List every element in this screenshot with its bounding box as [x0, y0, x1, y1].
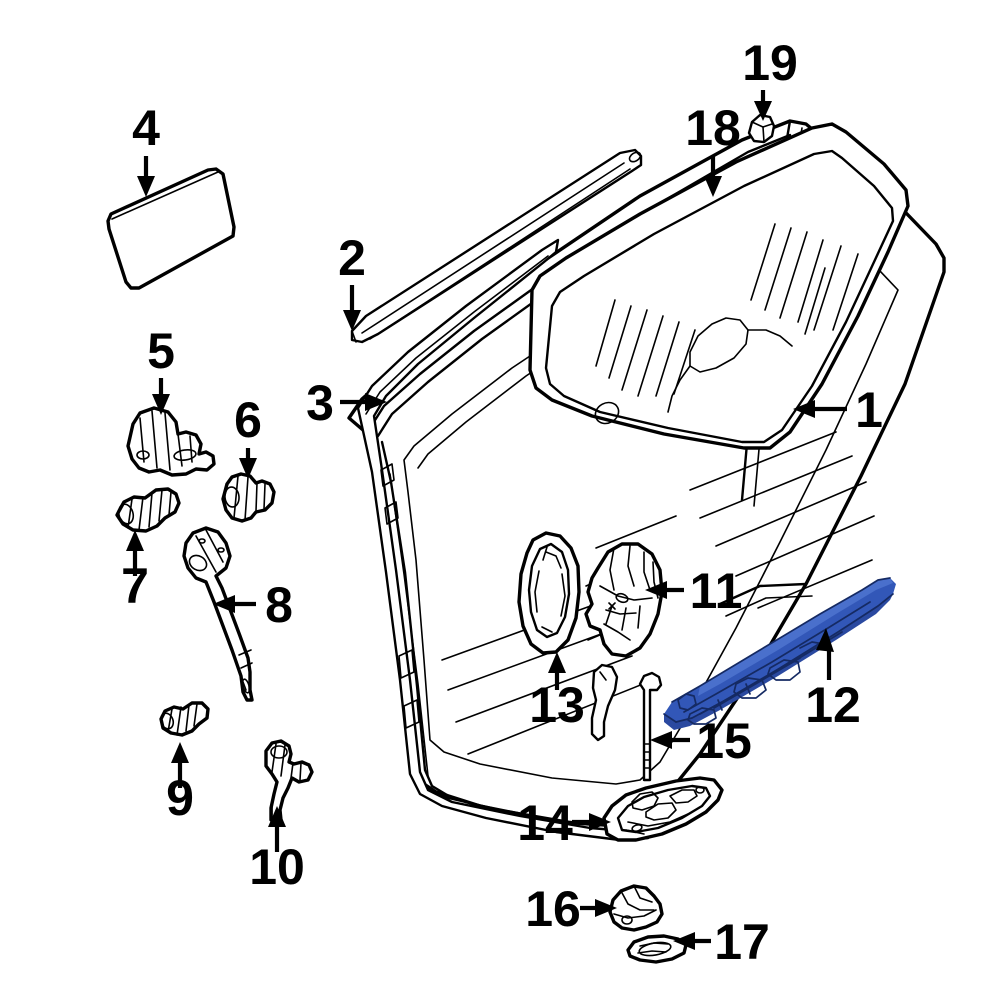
callout-label-12: 12 [805, 677, 861, 733]
callout-label-3: 3 [306, 375, 334, 431]
callout-4[interactable]: 4 [132, 100, 160, 197]
part-stud-bolt [115, 487, 181, 533]
callout-label-8: 8 [265, 577, 293, 633]
part-liftgate-lock-cylinder-bezel [517, 531, 581, 655]
callout-label-19: 19 [742, 35, 798, 91]
part-liftgate-latch [584, 542, 664, 742]
part-liftgate-seal [356, 238, 662, 842]
callout-label-6: 6 [234, 392, 262, 448]
callout-label-9: 9 [166, 770, 194, 826]
callout-13[interactable]: 13 [529, 652, 585, 733]
part-license-plate-lamp-lens [106, 167, 236, 290]
part-lift-support-strut [182, 526, 254, 702]
callout-label-17: 17 [714, 914, 770, 970]
callout-1[interactable]: 1 [793, 382, 883, 438]
callout-15[interactable]: 15 [650, 713, 752, 769]
part-license-lamp-housing [602, 776, 724, 842]
part-latch-striker-bracket [264, 739, 314, 826]
callout-5[interactable]: 5 [147, 323, 175, 415]
callout-18[interactable]: 18 [685, 100, 741, 197]
part-latch-rod [638, 671, 663, 782]
callout-10[interactable]: 10 [249, 806, 305, 895]
part-liftgate-trim-molding-highlighted [663, 577, 896, 730]
callout-label-11: 11 [690, 563, 743, 619]
callout-12[interactable]: 12 [805, 628, 861, 733]
callout-label-15: 15 [696, 713, 752, 769]
callout-label-4: 4 [132, 100, 160, 156]
callout-8[interactable]: 8 [213, 577, 293, 633]
callout-2[interactable]: 2 [338, 230, 366, 331]
callout-label-14: 14 [517, 795, 573, 851]
part-screw [159, 701, 210, 737]
part-bumper-pad [626, 934, 688, 964]
part-liftgate-hinge [126, 406, 216, 477]
callout-3[interactable]: 3 [306, 375, 387, 431]
callout-label-1: 1 [855, 382, 883, 438]
callout-label-7: 7 [121, 558, 149, 614]
callout-11[interactable]: 11 [645, 563, 742, 619]
part-liftgate-glass-window [528, 122, 910, 450]
part-liftgate-bumper [608, 884, 664, 932]
callout-label-5: 5 [147, 323, 175, 379]
callout-label-13: 13 [529, 677, 585, 733]
callout-label-16: 16 [525, 881, 581, 937]
callout-19[interactable]: 19 [742, 35, 798, 121]
callout-label-18: 18 [685, 100, 741, 156]
callout-17[interactable]: 17 [673, 914, 770, 970]
callout-14[interactable]: 14 [517, 795, 611, 851]
callout-7[interactable]: 7 [121, 530, 149, 614]
callout-6[interactable]: 6 [234, 392, 262, 479]
callout-layer: 1 2 3 4 5 6 [121, 35, 883, 970]
callout-16[interactable]: 16 [525, 881, 617, 937]
part-liftgate-upper-weatherstrip [350, 148, 643, 344]
callout-9[interactable]: 9 [166, 742, 194, 826]
callout-label-10: 10 [249, 839, 305, 895]
callout-label-2: 2 [338, 230, 366, 286]
